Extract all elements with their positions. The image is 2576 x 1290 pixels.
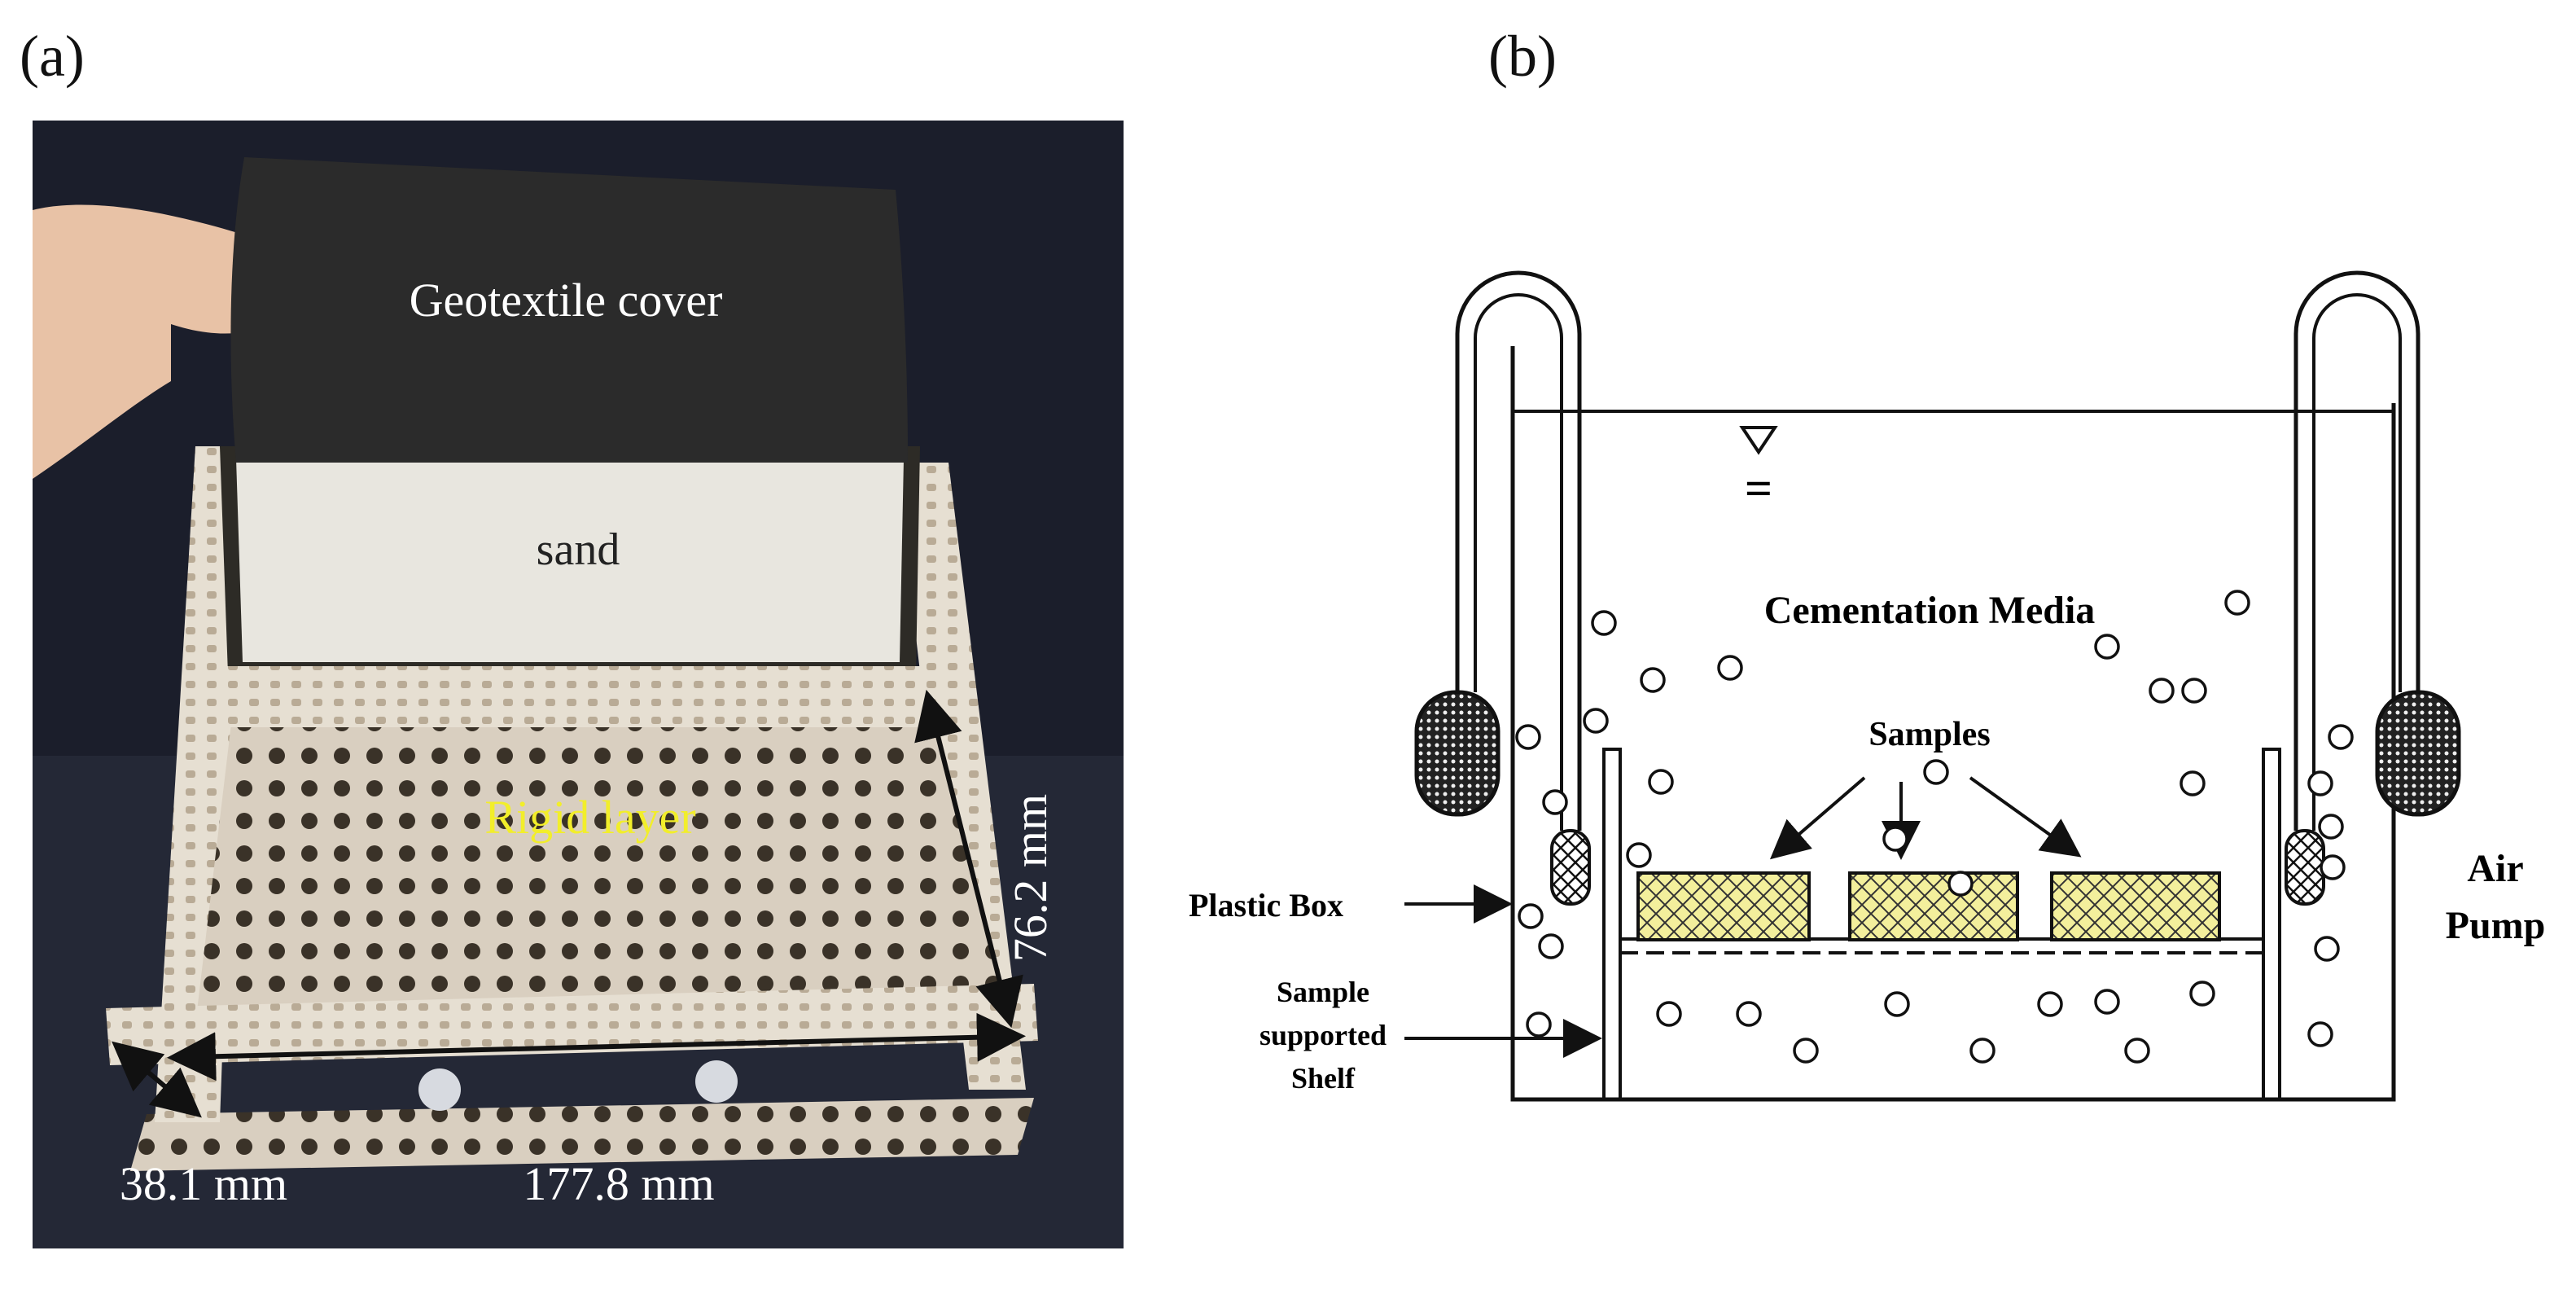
drain-plug-right: [695, 1060, 738, 1103]
left-air-tube-inner: [1474, 293, 1563, 831]
left-air-pump-stone: [1414, 690, 1500, 817]
samples-arrow-right: [1969, 776, 2082, 858]
height-dimension-arrow: [914, 689, 1023, 1029]
rigid-layer-label: Rigid layer: [484, 791, 695, 844]
sand-label: sand: [537, 524, 620, 575]
water-level-triangle: [1739, 426, 1778, 455]
air-bubbles: [1515, 590, 2354, 1064]
photo-panel: Geotextile cover sand Rigid layer 76.2 m…: [33, 121, 1124, 1248]
sample-block-1: [1636, 871, 1811, 941]
right-air-tube-outer: [2293, 270, 2420, 831]
depth-dimension-label: 38.1 mm: [120, 1157, 287, 1210]
cementation-media-label: Cementation Media: [1764, 589, 2096, 632]
plastic-box-label: Plastic Box: [1189, 887, 1343, 924]
diagram-panel: =: [1189, 270, 2546, 1102]
sample-block-2: [1848, 871, 2019, 941]
left-shelf-support: [1602, 748, 1622, 1101]
water-level-mark: =: [1745, 462, 1772, 516]
right-shelf-support: [2262, 748, 2281, 1101]
samples-label: Samples: [1868, 716, 1990, 753]
air-pump-label-line2: Pump: [2446, 904, 2546, 947]
drain-plug-left: [418, 1068, 461, 1111]
middle-frame-bar: [216, 666, 940, 727]
geotextile-cover-label: Geotextile cover: [410, 274, 723, 327]
geotextile-cover: [230, 157, 908, 463]
hand-icon: [33, 204, 291, 479]
panel-b-label: (b): [1488, 24, 1557, 89]
right-air-pump-stone: [2375, 690, 2461, 817]
left-diffuser: [1550, 829, 1591, 906]
shelf-label-line2: supported: [1260, 1019, 1387, 1051]
height-dimension-label: 76.2 mm: [1004, 794, 1057, 962]
left-air-tube-outer: [1455, 270, 1582, 831]
right-air-tube-inner: [2312, 293, 2402, 831]
perforated-base: [130, 1098, 1034, 1171]
sand-area: [236, 459, 904, 662]
shelf-label-line1: Sample: [1277, 976, 1369, 1008]
depth-dimension-arrow: [112, 1041, 202, 1118]
shelf-label-line3: Shelf: [1291, 1062, 1356, 1095]
samples-arrow-left: [1769, 776, 1866, 860]
right-diffuser: [2285, 829, 2325, 906]
sample-block-3: [2050, 871, 2221, 941]
rigid-layer: [195, 682, 1010, 1025]
panel-a-label: (a): [20, 24, 85, 89]
length-dimension-arrow: [167, 1012, 1026, 1082]
air-pump-label-line1: Air: [2467, 847, 2523, 890]
length-dimension-label: 177.8 mm: [523, 1157, 714, 1210]
